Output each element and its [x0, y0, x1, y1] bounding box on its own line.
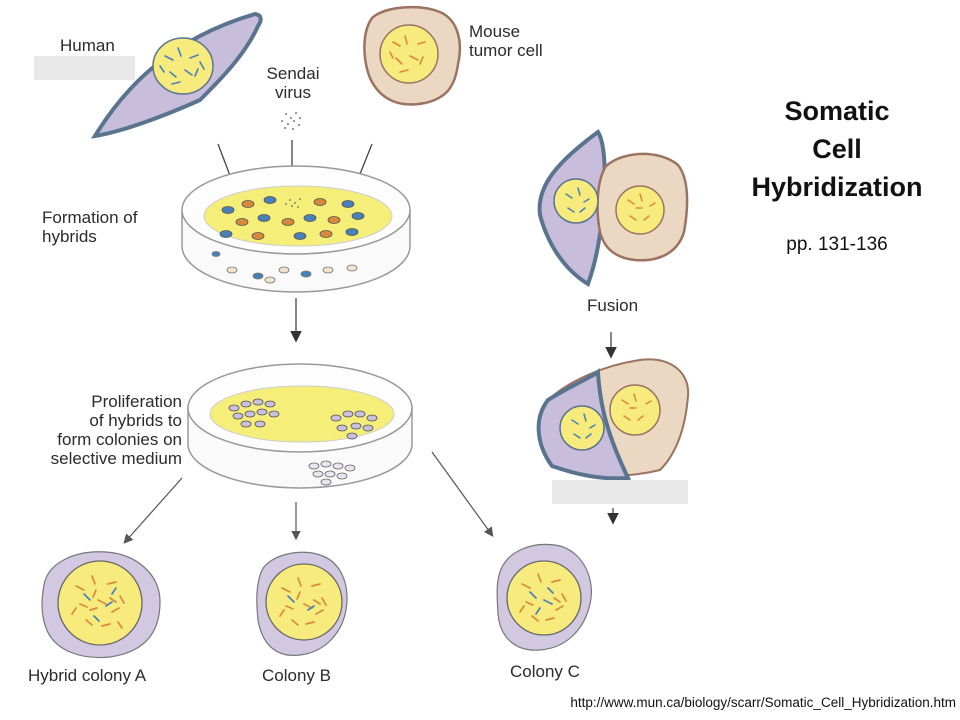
fused-label-cover: [552, 480, 688, 504]
source-url[interactable]: http://www.mun.ca/biology/scarr/Somatic_…: [570, 695, 956, 710]
fusing-cells: [537, 129, 689, 287]
mouse-chromosomes: [389, 35, 426, 73]
mouse-cell: [363, 6, 462, 106]
fused-cell: [536, 358, 690, 481]
label-human: Human: [60, 36, 115, 55]
colony-c-cell: [496, 543, 592, 651]
dish-proliferation: [187, 363, 413, 489]
label-colony-b: Colony B: [262, 666, 331, 685]
label-hybrid-colony-a: Hybrid colony A: [28, 666, 147, 685]
dish-formation: [181, 165, 411, 293]
label-colony-c: Colony C: [510, 662, 580, 681]
colony-clusters: [228, 398, 378, 440]
label-sendai-virus: Sendai virus: [266, 64, 320, 102]
slide-title: Somatic Cell Hybridization: [751, 96, 923, 202]
colony-b-cell: [256, 551, 348, 656]
colony-arrows: [123, 451, 494, 544]
human-label-cover: [34, 56, 135, 80]
wall-colony: [308, 460, 356, 486]
label-fusion: Fusion: [587, 296, 639, 315]
human-chromosomes: [159, 47, 205, 85]
dish-wall-cells: [211, 251, 358, 284]
sendai-virus-particles: [281, 112, 301, 130]
page-reference: pp. 131-136: [786, 234, 888, 255]
virus-cluster-in-dish: [285, 198, 301, 208]
colony-a-cell: [41, 551, 161, 659]
dish-cells: [219, 196, 365, 240]
label-proliferation: Proliferation of hybrids to form colonie…: [50, 392, 182, 468]
label-formation-of-hybrids: Formation of hybrids: [42, 208, 138, 246]
label-mouse-tumor-cell: Mouse tumor cell: [469, 22, 543, 60]
human-cell: [91, 11, 263, 139]
